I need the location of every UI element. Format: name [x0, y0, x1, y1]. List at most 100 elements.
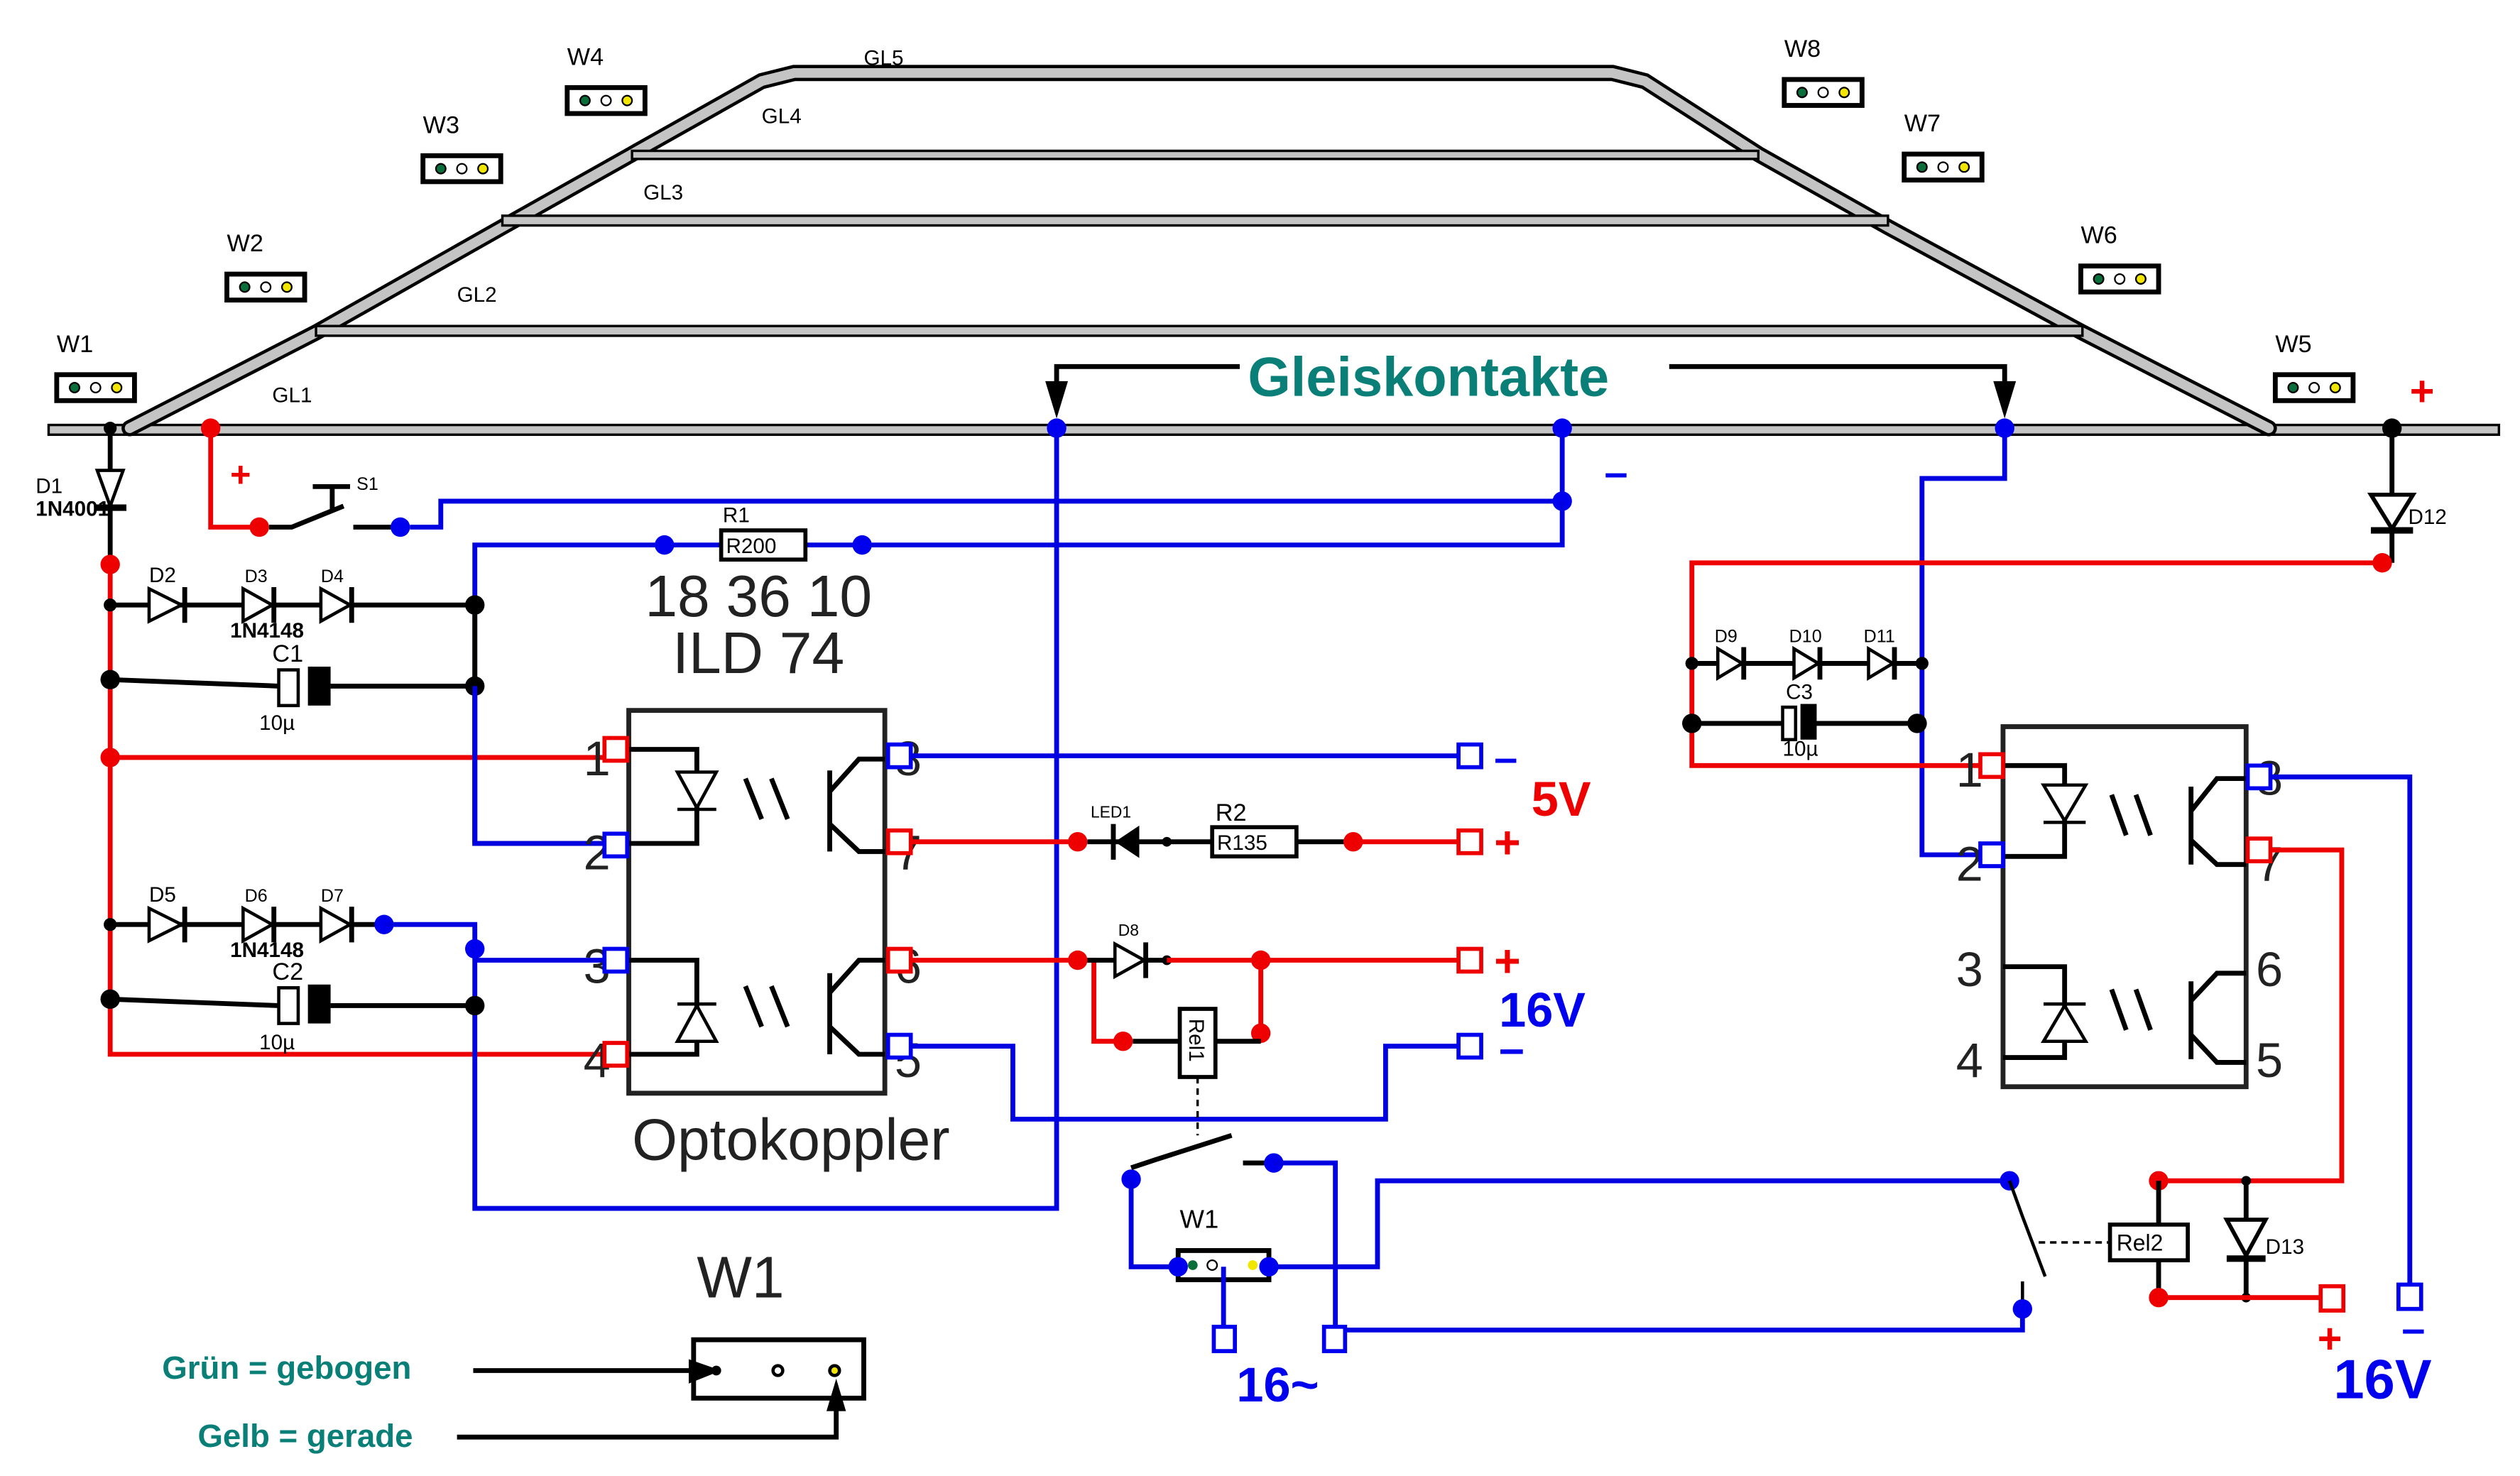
label: D10 [1789, 627, 1822, 647]
d1-label: D1 [36, 475, 62, 498]
label: – [1494, 733, 1517, 781]
label: 10µ [1783, 738, 1818, 761]
label: D6 [245, 886, 268, 906]
label: R135 [1217, 831, 1267, 855]
d13-label: D13 [2266, 1235, 2304, 1259]
label: LED1 [1091, 802, 1131, 821]
optocoupler-ild74-right: 1 2 3 4 8 7 6 5 [1956, 724, 2283, 1090]
arrow-down-icon [1993, 381, 2017, 419]
label: R2 [1216, 799, 1247, 826]
title-gleiskontakte: Gleiskontakte [1248, 346, 1609, 408]
switch-label: W2 [227, 230, 263, 257]
label: C3 [1786, 681, 1813, 704]
track-gl2 [315, 324, 2084, 337]
label: D9 [1715, 627, 1738, 647]
diodes-d5-d7: D5 D6 D7 1N4148 [104, 883, 384, 962]
switch-label: W6 [2080, 222, 2117, 249]
d8: D8 [1087, 921, 1172, 980]
switch-label: W8 [1784, 35, 1821, 62]
switch-w3[interactable]: W3 [420, 111, 503, 185]
resistor-r1 [719, 528, 808, 562]
track-gl4 [631, 149, 1760, 160]
terminal-16v-right-minus [2396, 1282, 2423, 1311]
label-16v-right: 16V [2334, 1349, 2432, 1410]
label: + [1494, 935, 1520, 986]
legend-green: Grün = gebogen [162, 1350, 411, 1386]
switch-w4[interactable]: W4 [564, 43, 648, 116]
label-5v: 5V [1532, 772, 1591, 826]
label: – [2401, 1305, 2425, 1352]
resistor-r2 [1210, 825, 1299, 859]
track-label: GL2 [457, 283, 497, 307]
switch-w5[interactable]: W5 [2272, 331, 2356, 403]
label: W1 [1180, 1204, 1219, 1233]
optocoupler-label: Optokoppler [632, 1108, 950, 1172]
arrow-down-icon [1045, 381, 1069, 419]
capacitor-c3: C3 10µ [1682, 681, 1927, 761]
capacitor-c2: C2 10µ [100, 958, 485, 1054]
s1-label: S1 [356, 474, 378, 494]
optocoupler-type: ILD 74 [672, 621, 844, 686]
label: 6 [2256, 942, 2283, 997]
label: 5 [2256, 1033, 2283, 1088]
legend-yellow: Gelb = gerade [197, 1418, 413, 1454]
terminal-5v-minus [1456, 742, 1483, 770]
label: 10µ [259, 1031, 295, 1054]
label: 3 [1956, 942, 1983, 997]
label: Rel1 [1184, 1019, 1208, 1062]
diodes-d9-d11: D9 D10 D11 [1685, 627, 1929, 682]
label: D3 [245, 567, 268, 586]
optocoupler-ild74-left: 1 2 3 4 8 7 6 5 [584, 708, 922, 1096]
minus-sign: – [1604, 448, 1627, 496]
terminal-16v-minus [1456, 1032, 1483, 1060]
switch-w7[interactable]: W7 [1902, 110, 1985, 183]
legend: W1 Grün = gebogen Gelb = gerade [162, 1246, 866, 1454]
d1-circuit: D1 1N4001 [36, 422, 127, 565]
track-gl1 [47, 423, 2501, 436]
switch-signals: W1 W2 W3 W4 W5 W6 W7 [54, 35, 2356, 403]
label: D7 [321, 886, 344, 906]
terminal-16ac-2 [1321, 1324, 1348, 1353]
label: 4 [1956, 1033, 1983, 1088]
label: D8 [1118, 921, 1139, 939]
capacitor-c1: C1 10µ [100, 640, 485, 735]
label: Rel2 [2117, 1230, 2164, 1255]
switch-label: W4 [567, 43, 604, 70]
switch-label: W3 [423, 111, 459, 138]
terminal-16v-right-plus [2318, 1284, 2346, 1313]
label: D2 [149, 564, 176, 587]
terminal-16ac-1 [1211, 1324, 1237, 1353]
terminal-5v-plus [1456, 828, 1483, 855]
switch-w6[interactable]: W6 [2078, 222, 2161, 295]
label: + [2318, 1314, 2342, 1362]
label: C2 [272, 958, 303, 985]
track-label: GL1 [272, 384, 312, 408]
arrow-right-icon [688, 1359, 721, 1384]
label: 10µ [259, 711, 295, 735]
label-16ac: 16~ [1236, 1357, 1319, 1412]
label: D4 [321, 567, 344, 586]
label: 1N4148 [230, 939, 304, 962]
label: D11 [1864, 627, 1895, 647]
switch-w2[interactable]: W2 [224, 230, 307, 303]
led1: LED1 [1087, 802, 1353, 860]
track-label: GL5 [863, 46, 903, 70]
arrow-up-icon [826, 1378, 846, 1411]
legend-title: W1 [697, 1246, 784, 1311]
track-gl3 [501, 214, 1889, 227]
track-label: GL4 [762, 105, 802, 129]
label-16v: 16V [1499, 983, 1586, 1037]
label: 1N4148 [230, 619, 304, 643]
relay-rel1 [1177, 1007, 1218, 1079]
optocoupler-pins: 18 36 10 [645, 564, 872, 629]
switch-w1[interactable]: W1 [54, 331, 137, 403]
label: D5 [149, 883, 176, 907]
switch-s1[interactable] [268, 483, 398, 530]
switch-label: W1 [57, 331, 93, 358]
d1-type: 1N4001 [36, 497, 109, 520]
switch-w8[interactable]: W8 [1782, 35, 1865, 108]
r1-label: R1 [723, 504, 750, 527]
plus-sign: + [230, 454, 251, 494]
track-label: GL3 [643, 181, 683, 204]
